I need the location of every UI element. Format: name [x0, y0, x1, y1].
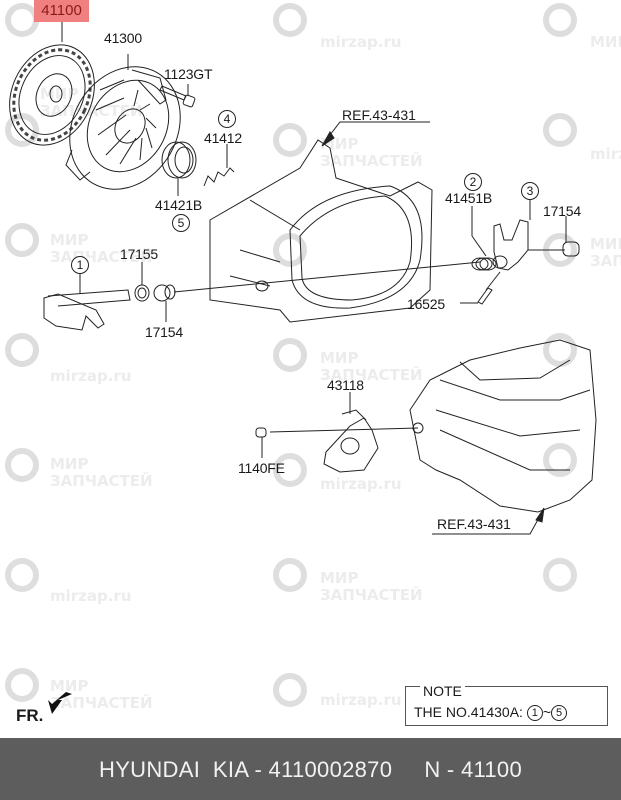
- note-title: NOTE: [420, 683, 465, 699]
- callout-3: 3: [521, 182, 539, 200]
- callout-4: 4: [218, 110, 236, 128]
- bush-right-drawing: [562, 216, 580, 257]
- transmission-lower-drawing: [409, 339, 597, 513]
- leader-line: [173, 261, 481, 293]
- ref-label-top[interactable]: REF.43-431: [342, 107, 416, 123]
- part-label-1123gt[interactable]: 1123GT: [164, 66, 213, 82]
- seal-17155-drawing: [134, 284, 150, 302]
- exploded-view-drawing: [5, 3, 597, 714]
- clip-drawing: [203, 167, 235, 187]
- part-label-41300[interactable]: 41300: [104, 30, 142, 46]
- pressure-plate-drawing: [65, 54, 181, 190]
- ref-leader-bottom: [432, 515, 541, 535]
- part-label-17155[interactable]: 17155: [120, 246, 158, 262]
- part-label-17154-left[interactable]: 17154: [145, 324, 183, 340]
- part-label-41451b[interactable]: 41451B: [445, 190, 493, 206]
- part-label-43118[interactable]: 43118: [327, 377, 364, 393]
- front-arrow-icon: [48, 692, 72, 714]
- bolt-1123gt-drawing: [159, 84, 196, 108]
- part-label-1140fe[interactable]: 1140FE: [238, 460, 285, 476]
- note-range-end: 5: [551, 705, 568, 722]
- highlighted-part-label[interactable]: 41100: [34, 0, 89, 22]
- part-label-17154-right[interactable]: 17154: [543, 203, 581, 219]
- bolt-16525-drawing: [460, 271, 501, 305]
- bracket-43118-drawing: [323, 392, 379, 473]
- front-direction-label: FR.: [16, 706, 44, 725]
- footer-bar: HYUNDAI KIA - 4110002870 N - 41100: [0, 738, 621, 800]
- callout-5: 5: [172, 214, 190, 232]
- part-label-41412[interactable]: 41412: [204, 130, 242, 146]
- clutch-disc-drawing: [9, 22, 95, 146]
- note-box: NOTE THE NO.41430A: 1~5: [405, 683, 608, 726]
- bush-17154-drawing: [153, 284, 171, 302]
- part-number-caption: HYUNDAI KIA - 4110002870 N - 41100: [99, 757, 522, 782]
- callout-2: 2: [464, 173, 482, 191]
- part-label-41421b[interactable]: 41421B: [155, 197, 203, 213]
- spring-drawing: [471, 206, 497, 271]
- release-shaft-drawing: [43, 268, 131, 331]
- release-bearing-drawing: [161, 141, 197, 196]
- ref-leader-top: [325, 121, 430, 141]
- callout-1: 1: [71, 256, 89, 274]
- transmission-housing-drawing: [209, 139, 433, 323]
- bolt-1140fe-drawing: [255, 427, 267, 458]
- note-range-start: 1: [526, 705, 543, 722]
- leader-line: [269, 427, 419, 433]
- note-text: THE NO.41430A: 1~5: [414, 704, 568, 722]
- part-label-16525[interactable]: 16525: [407, 296, 445, 312]
- release-fork-drawing: [492, 196, 565, 271]
- ref-label-bottom[interactable]: REF.43-431: [437, 516, 511, 532]
